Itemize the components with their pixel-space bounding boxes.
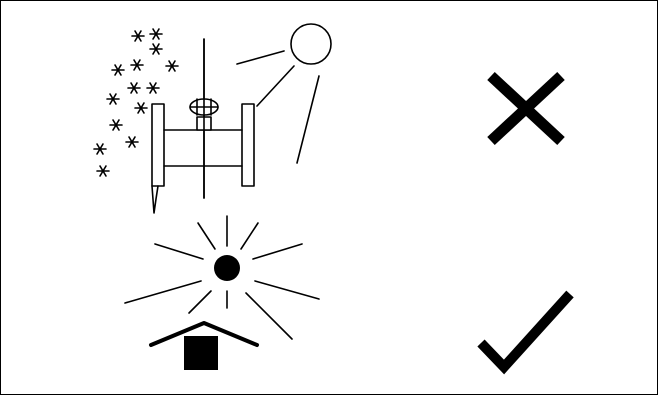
snowflake-icon <box>109 119 123 131</box>
snowflake-icon <box>125 136 139 148</box>
snowflake-icon <box>127 82 141 94</box>
sun-outline-icon <box>236 23 332 164</box>
icicle-icon <box>151 185 159 214</box>
checkmark-icon <box>477 290 574 375</box>
roof-shelter <box>149 321 259 370</box>
snowflake-icon <box>134 102 148 114</box>
snowflake-icon <box>146 82 160 94</box>
cross-icon <box>487 71 565 146</box>
right-flange <box>241 103 255 187</box>
left-flange <box>151 103 165 187</box>
flowmeter-exposed <box>151 38 255 214</box>
snowflake-icon <box>165 60 179 72</box>
snowflake-icon <box>96 165 110 177</box>
snowflake-icon <box>149 28 163 40</box>
snowflakes <box>93 28 179 177</box>
meter-body <box>163 129 243 167</box>
snowflake-icon <box>131 30 145 42</box>
snowflake-icon <box>111 64 125 76</box>
sun-with-rays-icon <box>124 215 320 340</box>
snowflake-icon <box>106 93 120 105</box>
snowflake-icon <box>93 143 107 155</box>
protected-device <box>184 336 218 370</box>
snowflake-icon <box>149 43 163 55</box>
snowflake-icon <box>130 59 144 71</box>
